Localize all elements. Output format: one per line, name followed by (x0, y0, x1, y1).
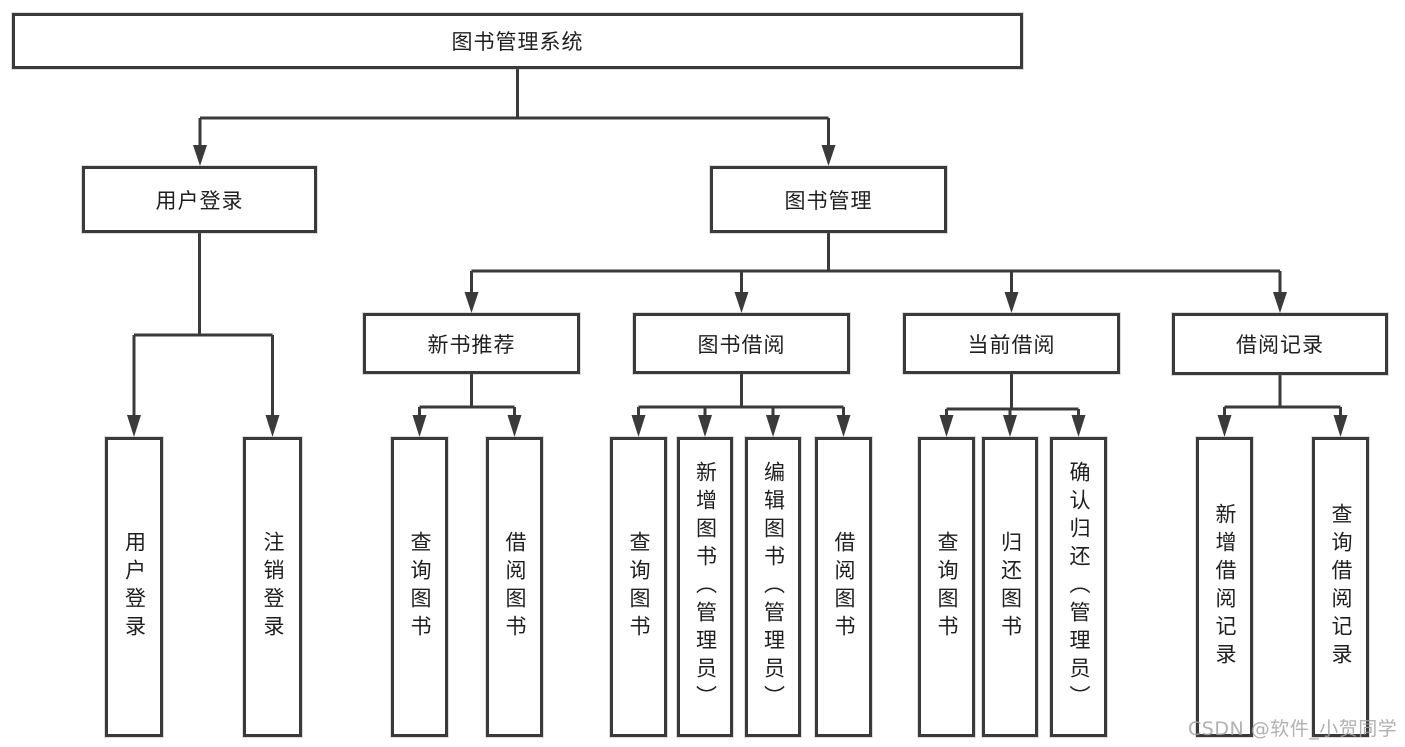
leaf-bb-edit-books-admin: 编辑图书（管理员） (745, 437, 801, 737)
node-book-borrow-label: 图书借阅 (697, 332, 786, 357)
leaf-logout: 注销登录 (243, 437, 302, 737)
node-root-label: 图书管理系统 (451, 30, 584, 54)
leaf-bb-query-books-label: 查询图书 (627, 531, 651, 643)
node-new-book-recommend: 新书推荐 (363, 313, 580, 374)
leaf-cb-query-books: 查询图书 (918, 437, 975, 737)
leaf-bb-borrow-books-label: 借阅图书 (832, 531, 856, 643)
leaf-nbr-borrow-books-label: 借阅图书 (503, 531, 527, 643)
leaf-user-login-label: 用户登录 (122, 531, 147, 643)
leaf-br-add-record-label: 新增借阅记录 (1213, 503, 1237, 671)
node-current-borrow-label: 当前借阅 (967, 332, 1056, 357)
csdn-watermark: CSDN @软件_小贺同学 (1188, 718, 1398, 740)
leaf-logout-label: 注销登录 (261, 531, 285, 643)
node-book-management: 图书管理 (710, 166, 947, 233)
leaf-cb-query-books-label: 查询图书 (935, 531, 959, 643)
leaf-cb-return-books-label: 归还图书 (998, 531, 1023, 643)
leaf-nbr-query-books: 查询图书 (391, 437, 448, 737)
leaf-bb-borrow-books: 借阅图书 (815, 437, 872, 737)
node-user-login-label: 用户登录 (155, 188, 244, 213)
leaf-br-query-record-label: 查询借阅记录 (1329, 503, 1353, 671)
leaf-bb-edit-books-admin-label: 编辑图书（管理员） (761, 461, 786, 713)
node-user-login: 用户登录 (82, 166, 317, 233)
node-book-borrow: 图书借阅 (633, 313, 850, 374)
node-borrow-record: 借阅记录 (1172, 313, 1388, 375)
leaf-cb-confirm-return-admin-label: 确认归还（管理员） (1067, 461, 1091, 713)
leaf-br-add-record: 新增借阅记录 (1196, 437, 1253, 737)
leaf-bb-add-books-admin-label: 新增图书（管理员） (693, 461, 718, 713)
leaf-bb-query-books: 查询图书 (610, 437, 667, 737)
leaf-br-query-record: 查询借阅记录 (1312, 437, 1369, 737)
leaf-bb-add-books-admin: 新增图书（管理员） (677, 437, 733, 737)
node-book-management-label: 图书管理 (784, 188, 873, 213)
node-current-borrow: 当前借阅 (903, 313, 1120, 374)
leaf-cb-return-books: 归还图书 (982, 437, 1038, 737)
node-new-book-recommend-label: 新书推荐 (427, 332, 516, 357)
leaf-cb-confirm-return-admin: 确认归还（管理员） (1050, 437, 1107, 737)
leaf-nbr-query-books-label: 查询图书 (408, 531, 432, 643)
node-borrow-record-label: 借阅记录 (1236, 333, 1324, 357)
leaf-user-login: 用户登录 (105, 437, 163, 737)
node-root-library-system: 图书管理系统 (12, 13, 1023, 69)
leaf-nbr-borrow-books: 借阅图书 (486, 437, 543, 737)
